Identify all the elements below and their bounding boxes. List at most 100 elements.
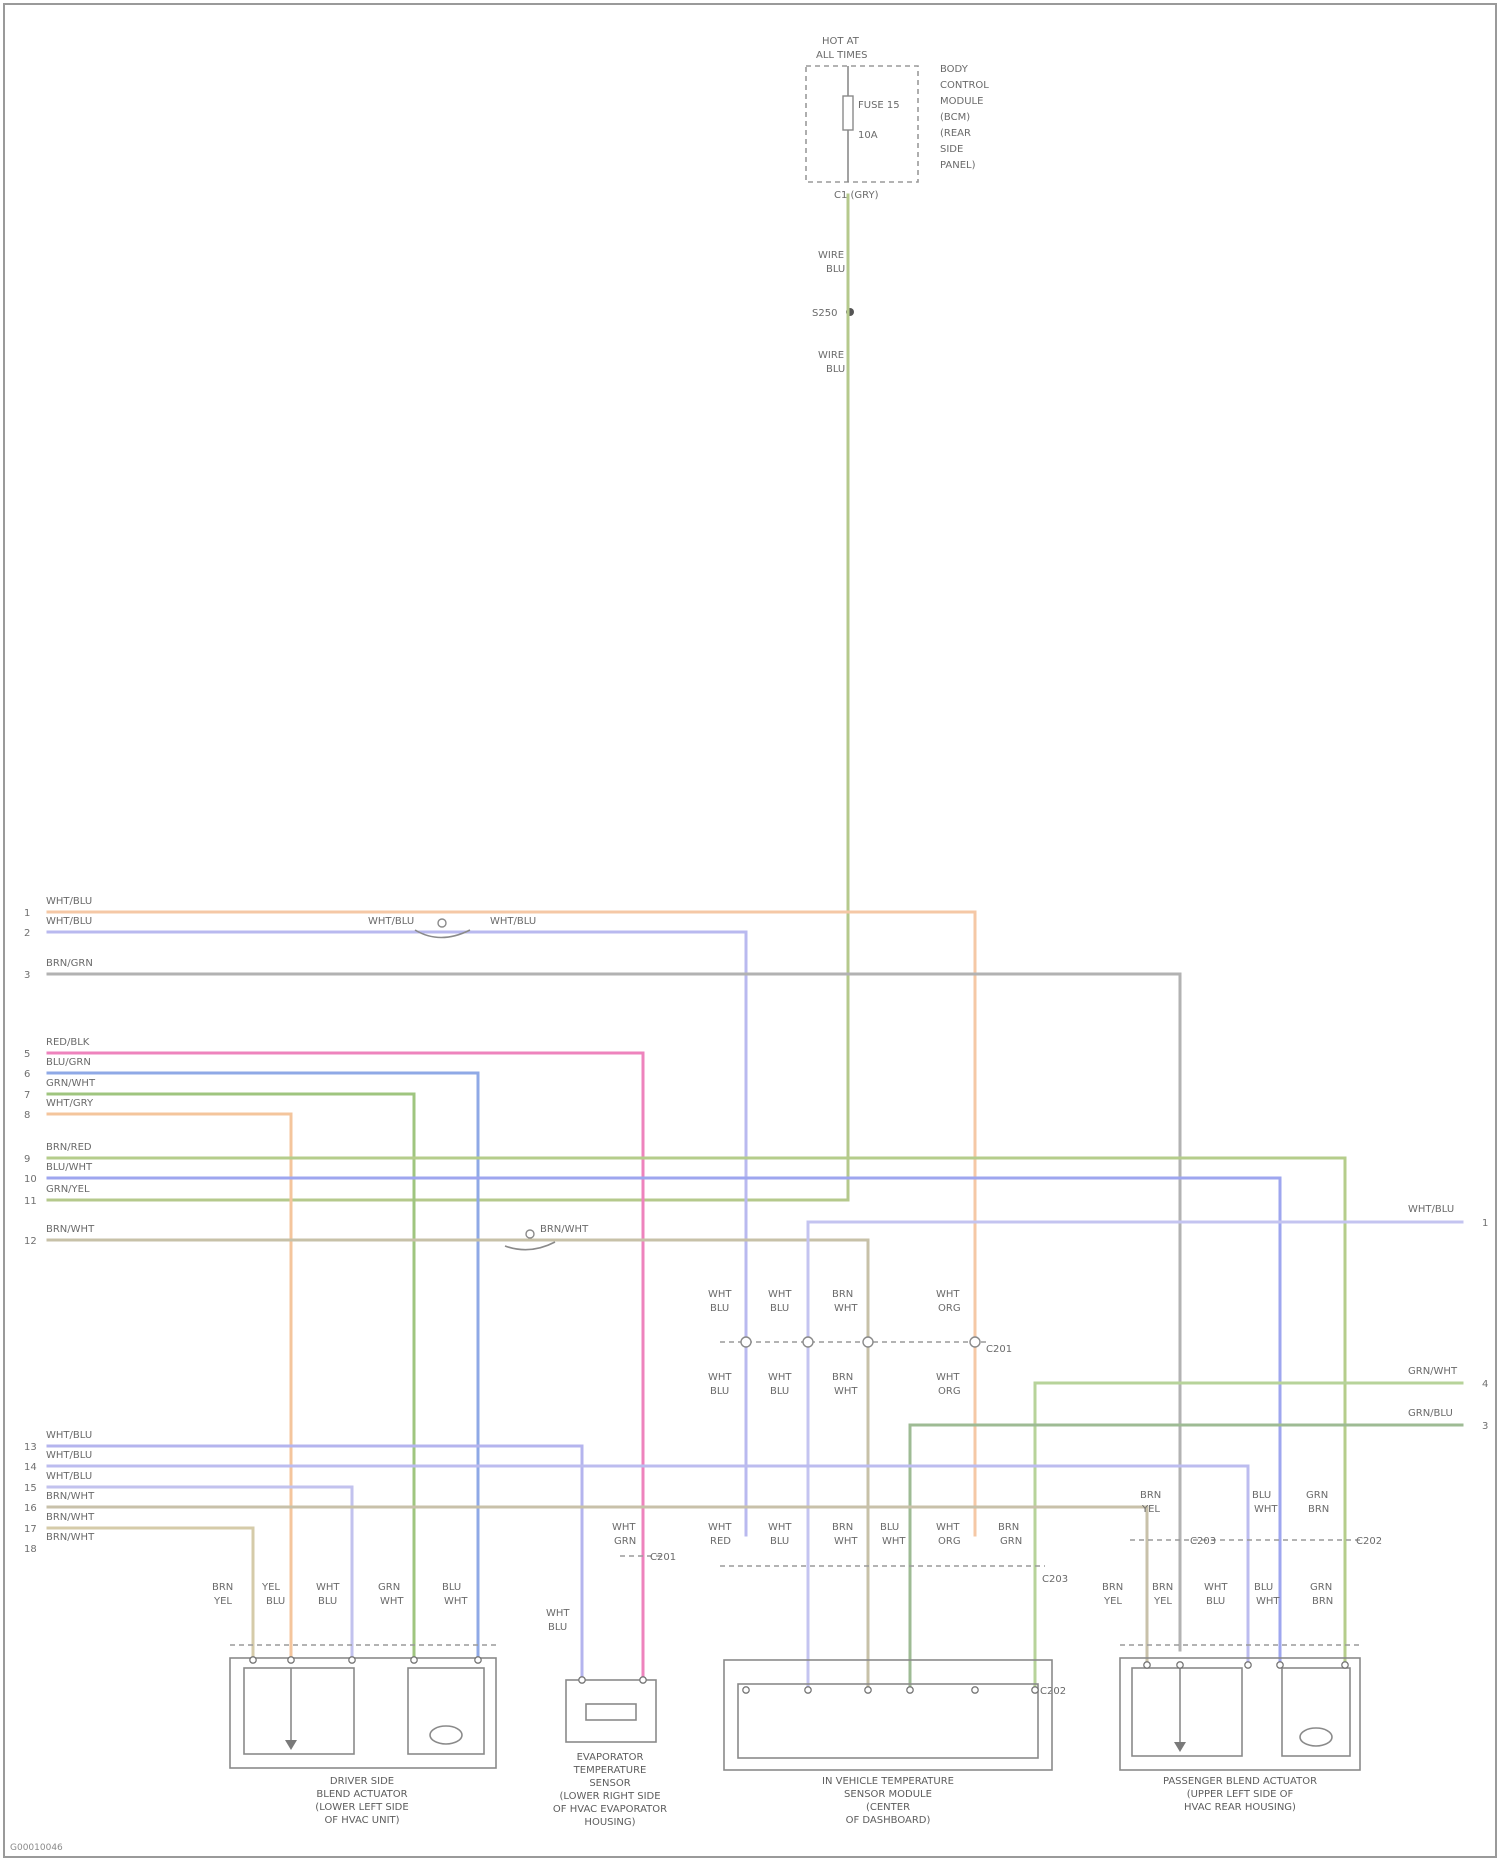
middle-connector-row: C201: [720, 1337, 1012, 1355]
comp1-line3: (LOWER LEFT SIDE: [315, 1802, 408, 1813]
left-pin-15: 15: [24, 1483, 37, 1494]
mid-pin-3: [863, 1337, 873, 1347]
wl-28a: BLU: [1254, 1582, 1273, 1593]
diagram-id: G00010046: [10, 1843, 63, 1853]
tag-3: C203: [1042, 1574, 1068, 1585]
right-connector: WHT/BLU GRN/WHT GRN/BLU 1 4 3: [1408, 1204, 1488, 1432]
left-label-10: BLU/WHT: [46, 1162, 93, 1173]
wl-9b: RED: [710, 1536, 731, 1547]
fuse-rating: 10A: [858, 130, 878, 141]
wl-28b: WHT: [1256, 1596, 1280, 1607]
pin-terminal-7: [640, 1677, 646, 1683]
wl-7b: WHT: [834, 1386, 858, 1397]
wl-25b: WHT: [1254, 1504, 1278, 1515]
wl-26a: GRN: [1306, 1490, 1328, 1501]
left-label-7: GRN/WHT: [46, 1078, 96, 1089]
left-pin-12: 12: [24, 1236, 37, 1247]
left-pin-17: 17: [24, 1524, 37, 1535]
wire-09: [48, 1158, 1345, 1665]
pin-terminal-4: [411, 1657, 417, 1663]
wl-15b: YEL: [213, 1596, 232, 1607]
wl-5a: WHT: [708, 1372, 732, 1383]
left-pin-11: 11: [24, 1196, 37, 1207]
inline-label-3: BRN/WHT: [540, 1224, 589, 1235]
pin-terminal-16: [1245, 1662, 1251, 1668]
bcm-side-3: MODULE: [940, 96, 983, 107]
in-vehicle-sensor-inner: [738, 1684, 1038, 1758]
mid-pin-2: [803, 1337, 813, 1347]
inline-label-2: WHT/BLU: [490, 916, 536, 927]
bcm-side-7: PANEL): [940, 160, 976, 171]
wire-color-labels: WHT BLU WHT BLU BRN WHT WHT ORG WHT BLU …: [212, 1289, 1333, 1633]
left-label-11: GRN/YEL: [46, 1184, 90, 1195]
wire-harness: [48, 195, 1462, 1690]
wl-16a: YEL: [261, 1582, 280, 1593]
wire-label-vert-a1: WIRE: [818, 250, 844, 261]
wl-9a: WHT: [708, 1522, 732, 1533]
left-label-6: BLU/GRN: [46, 1057, 91, 1068]
wire-label-vert-b1: WIRE: [818, 350, 844, 361]
wl-3b: WHT: [834, 1303, 858, 1314]
driver-blend-actuator: DRIVER SIDE BLEND ACTUATOR (LOWER LEFT S…: [230, 1658, 496, 1826]
right-label-3: GRN/BLU: [1408, 1408, 1453, 1419]
left-pin-3: 3: [24, 970, 30, 981]
left-pin-7: 7: [24, 1090, 30, 1101]
wl-2b: BLU: [770, 1303, 789, 1314]
tag-5: C202: [1356, 1536, 1382, 1547]
splice-label: S250: [812, 308, 837, 319]
pin-terminal-8: [743, 1687, 749, 1693]
fuse-label: FUSE 15: [858, 100, 900, 111]
left-pin-18: 18: [24, 1544, 37, 1555]
comp2-line3: SENSOR: [589, 1778, 630, 1789]
comp2-line5: OF HVAC EVAPORATOR: [553, 1804, 667, 1815]
comp3-line3: (CENTER: [866, 1802, 910, 1813]
fuse-symbol: [843, 96, 853, 130]
left-label-9: BRN/RED: [46, 1142, 92, 1153]
wl-11b: WHT: [834, 1536, 858, 1547]
pin-terminal-1: [250, 1657, 256, 1663]
pin-terminal-15: [1177, 1662, 1183, 1668]
wire-label-vert-a2: BLU: [826, 264, 845, 275]
wl-14b: GRN: [1000, 1536, 1022, 1547]
bcm-side-5: (REAR: [940, 128, 971, 139]
left-pin-1: 1: [24, 908, 30, 919]
inline-connector-2-arc: [505, 1242, 555, 1250]
evaporator-temperature-sensor: EVAPORATOR TEMPERATURE SENSOR (LOWER RIG…: [553, 1680, 667, 1828]
bcm-header-2: ALL TIMES: [816, 50, 868, 61]
wl-5b: BLU: [710, 1386, 729, 1397]
wl-19b: WHT: [444, 1596, 468, 1607]
driver-actuator-motor-frame: [408, 1668, 484, 1754]
left-label-15: WHT/BLU: [46, 1471, 92, 1482]
tag-4: C203: [1190, 1536, 1216, 1547]
pin-terminal-3: [349, 1657, 355, 1663]
comp2-line1: EVAPORATOR: [577, 1752, 644, 1763]
wire-17: [48, 1528, 253, 1660]
wl-25a: BLU: [1252, 1490, 1271, 1501]
pin-terminal-9: [805, 1687, 811, 1693]
wire-03: [48, 974, 1180, 1650]
wl-6a: WHT: [768, 1372, 792, 1383]
wl-27b: YEL: [1153, 1596, 1172, 1607]
bcm-side-4: (BCM): [940, 112, 970, 123]
wl-16b: BLU: [266, 1596, 285, 1607]
bcm-header-1: HOT AT: [822, 36, 860, 47]
component-pin-dots: [250, 1657, 1348, 1693]
passenger-actuator-box: [1120, 1658, 1360, 1770]
driver-actuator-potentiometer: [244, 1668, 354, 1754]
wl-18b: WHT: [380, 1596, 404, 1607]
comp3-line2: SENSOR MODULE: [844, 1789, 932, 1800]
wl-4b: ORG: [938, 1303, 961, 1314]
wl-21a: WHT: [612, 1522, 636, 1533]
wl-27a: BRN: [1152, 1582, 1173, 1593]
pin-terminal-17: [1277, 1662, 1283, 1668]
passenger-actuator-potentiometer: [1132, 1668, 1242, 1756]
wire-05: [48, 1053, 643, 1680]
wl-23b: YEL: [1103, 1596, 1122, 1607]
pin-terminal-13: [1032, 1687, 1038, 1693]
right-label-1: WHT/BLU: [1408, 1204, 1454, 1215]
wl-29b: BRN: [1312, 1596, 1333, 1607]
comp2-line2: TEMPERATURE: [573, 1765, 647, 1776]
bcm-side-1: BODY: [940, 64, 969, 75]
